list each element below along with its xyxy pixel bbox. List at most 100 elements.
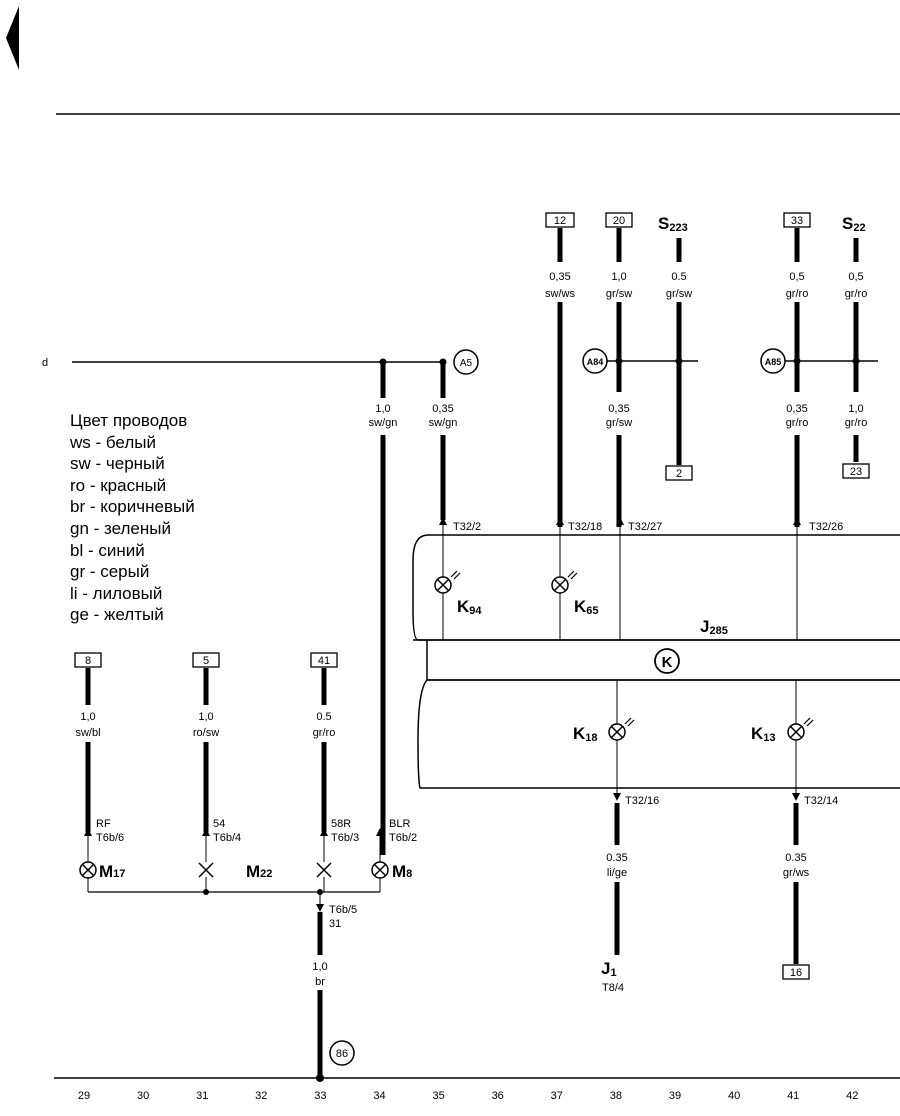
component-m17: M17 xyxy=(99,862,125,881)
terminal-box-5 xyxy=(192,652,220,668)
grid-column-number: 39 xyxy=(669,1090,681,1102)
pin-arrow-icon xyxy=(613,793,621,801)
pin-label: T6b/6 xyxy=(96,832,124,844)
grid-column-number: 36 xyxy=(492,1090,504,1102)
connector-a85 xyxy=(760,348,786,374)
pin-label: T32/26 xyxy=(809,521,843,533)
terminal-box-41 xyxy=(310,652,338,668)
pin-label: T6b/2 xyxy=(389,832,417,844)
lamp-k94-icon xyxy=(434,570,461,594)
pin-label: 54 xyxy=(213,818,225,830)
grid-column-number: 35 xyxy=(432,1090,444,1102)
terminal-box-12 xyxy=(545,212,575,228)
wire-label: 0,5 xyxy=(789,271,804,283)
pin-label: T6b/4 xyxy=(213,832,241,844)
wire-label: 1,0 xyxy=(80,711,95,723)
pin-label: T32/18 xyxy=(568,521,602,533)
legend-item: li - лиловый xyxy=(70,583,163,603)
pin-label: T32/2 xyxy=(453,521,481,533)
wire-label: 1,0 xyxy=(198,711,213,723)
component-k13: K13 xyxy=(751,724,776,744)
legend-title: Цвет проводов xyxy=(70,411,188,430)
terminal-box-label: 33 xyxy=(791,215,803,227)
ground-point-86-label: 86 xyxy=(336,1048,348,1060)
component-j1-pin: T8/4 xyxy=(602,982,624,994)
wire-label: 0,5 xyxy=(848,271,863,283)
pin-label: BLR xyxy=(389,818,410,830)
wire-label: 0,35 xyxy=(786,403,807,415)
page-marker: d xyxy=(42,357,48,369)
wire-label: li/ge xyxy=(607,867,627,879)
pin-arrow-icon xyxy=(202,828,210,836)
grid-column-number: 42 xyxy=(846,1090,858,1102)
component-k65: K65 xyxy=(574,597,599,617)
junction-dot xyxy=(203,889,209,895)
pin-arrow-icon xyxy=(320,828,328,836)
junction-dot xyxy=(675,357,683,365)
grid-column-number: 38 xyxy=(610,1090,622,1102)
grid-column-number: 40 xyxy=(728,1090,740,1102)
pin-arrow-icon xyxy=(439,517,447,525)
component-s223: S223 xyxy=(658,214,688,234)
terminal-box-label: 5 xyxy=(203,655,209,667)
wire-label: 0,35 xyxy=(549,271,570,283)
component-j1: J1 xyxy=(601,959,617,979)
wire-label: gr/ro xyxy=(786,417,809,429)
pin-arrow-icon xyxy=(793,517,801,525)
terminal-box-label: 41 xyxy=(318,655,330,667)
terminal-box-16 xyxy=(782,964,810,980)
component-k18: K18 xyxy=(573,724,598,744)
component-m8: M8 xyxy=(392,862,412,881)
wire-label: gr/ro xyxy=(313,727,336,739)
connector-a5 xyxy=(453,349,479,375)
component-s22: S22 xyxy=(842,214,866,234)
wire-label: 0.5 xyxy=(671,271,686,283)
junction-dot xyxy=(793,357,801,365)
back-arrow-icon[interactable] xyxy=(6,6,19,70)
wire-label: gr/sw xyxy=(606,417,632,429)
connector-a85-label: A85 xyxy=(765,357,782,367)
pin-arrow-icon xyxy=(792,793,800,801)
grid-column-number: 41 xyxy=(787,1090,799,1102)
terminal-box-label: 16 xyxy=(790,967,802,979)
wire-label: sw/bl xyxy=(75,727,100,739)
lamp-m8-icon xyxy=(371,861,389,879)
wire-label: sw/gn xyxy=(429,417,458,429)
legend-item: gr - серый xyxy=(70,562,150,582)
pin-label: T32/16 xyxy=(625,795,659,807)
wire-label: gr/ws xyxy=(783,867,810,879)
legend-item: gn - зеленый xyxy=(70,518,171,538)
pin-arrow-icon xyxy=(316,904,324,912)
terminal-box-20 xyxy=(605,212,633,228)
legend-item: ge - желтый xyxy=(70,605,164,625)
legend-item: br - коричневый xyxy=(70,497,195,517)
pin-arrow-icon xyxy=(556,517,564,525)
legend-item: bl - синий xyxy=(70,540,145,560)
wire-label: 0.35 xyxy=(606,852,627,864)
wire-label: gr/sw xyxy=(666,288,692,300)
lamp-k65-icon xyxy=(551,570,578,594)
lamp-m22-right-icon xyxy=(316,862,332,878)
wire-label: gr/ro xyxy=(845,417,868,429)
connector-a84 xyxy=(582,348,608,374)
ground-point-86 xyxy=(329,1040,355,1066)
cluster-symbol-label: K xyxy=(662,654,673,671)
legend-item: sw - черный xyxy=(70,454,165,474)
terminal-box-label: 23 xyxy=(850,466,862,478)
terminal-box-label: 2 xyxy=(676,468,682,480)
terminal-box-23 xyxy=(842,463,870,479)
grid-column-number: 30 xyxy=(137,1090,149,1102)
pin-arrow-icon xyxy=(376,828,384,836)
lamp-k13-icon xyxy=(787,717,814,741)
junction-dot xyxy=(615,357,623,365)
cluster-symbol-icon xyxy=(654,648,680,674)
wire-label: 1,0 xyxy=(611,271,626,283)
wire-label: 1,0 xyxy=(312,961,327,973)
wire-label: 1,0 xyxy=(375,403,390,415)
pin-label: T32/27 xyxy=(628,521,662,533)
terminal-box-2 xyxy=(665,465,693,481)
lamp-k18-icon xyxy=(608,717,635,741)
terminal-box-8 xyxy=(74,652,102,668)
wire-label: sw/gn xyxy=(369,417,398,429)
